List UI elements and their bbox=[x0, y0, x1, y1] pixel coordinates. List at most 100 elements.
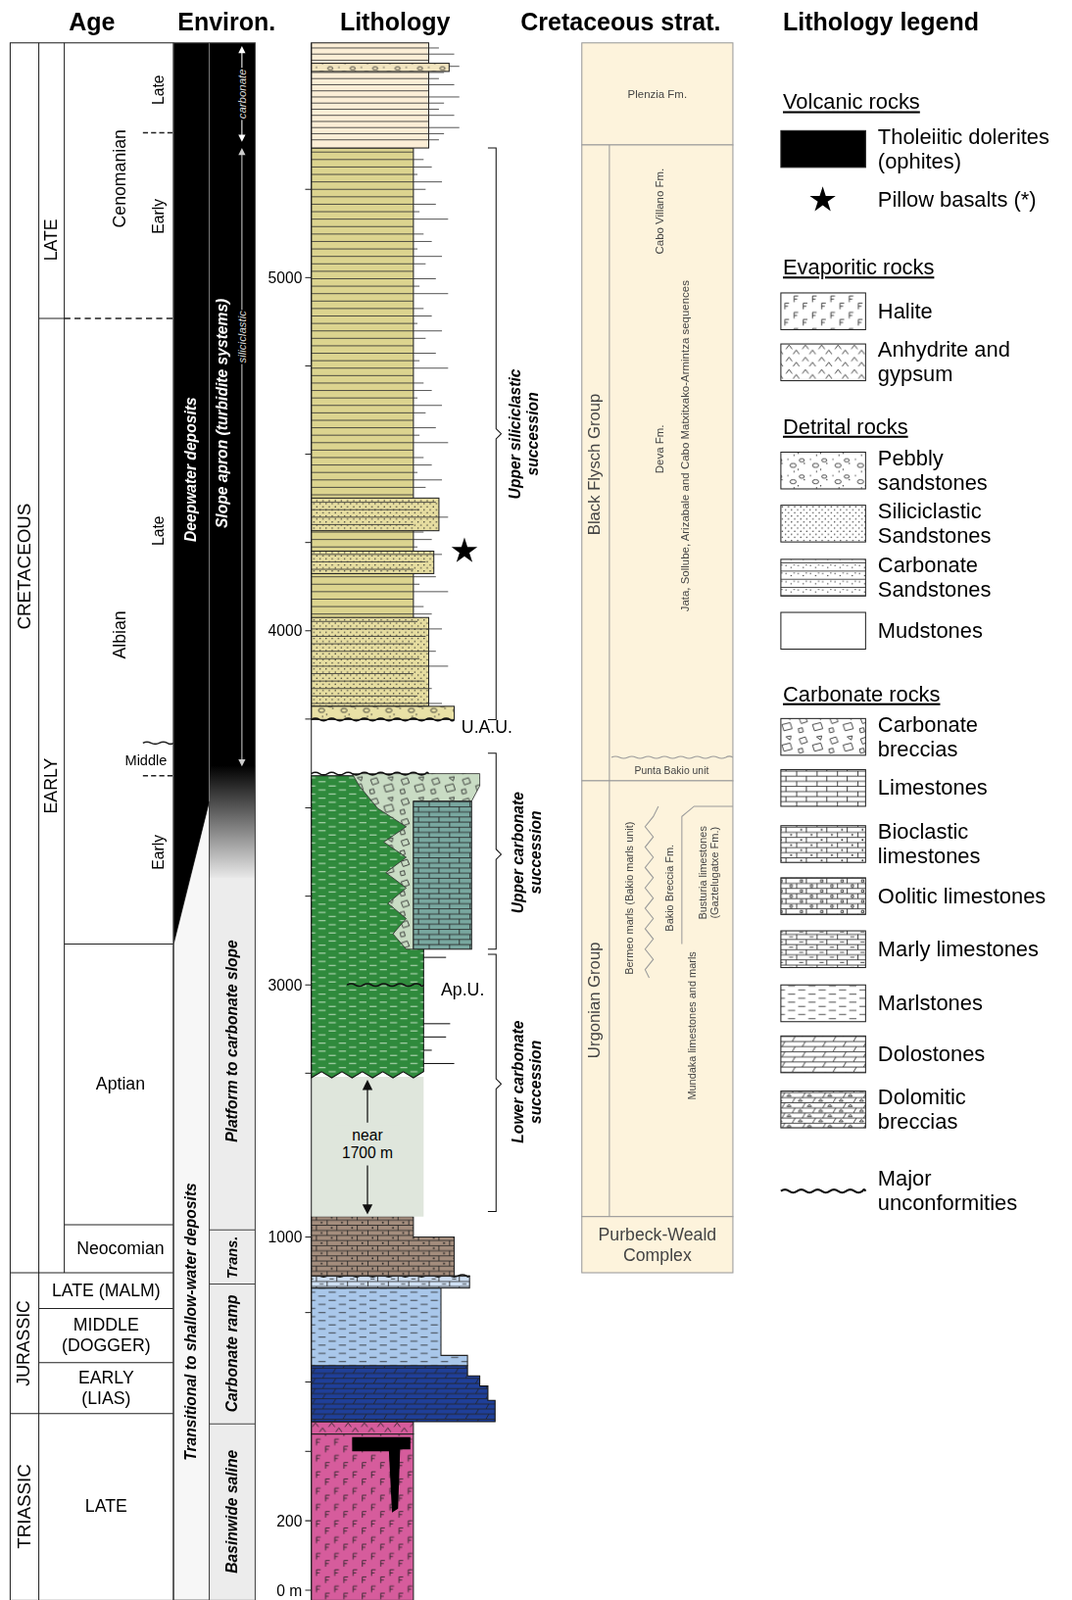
column-drawing bbox=[9, 43, 733, 1600]
litho-bed bbox=[311, 497, 439, 531]
bed-line bbox=[311, 538, 433, 540]
bed-line bbox=[311, 78, 439, 80]
legend-heading: Evaporitic rocks bbox=[782, 254, 934, 280]
legend-text: Limestones bbox=[877, 776, 988, 801]
node-text: LATE bbox=[85, 1496, 128, 1516]
bed-line bbox=[311, 218, 449, 220]
litho-pattern bbox=[351, 774, 480, 950]
environment-band bbox=[209, 765, 256, 880]
scale-tick bbox=[304, 453, 311, 455]
bed-line bbox=[311, 307, 425, 309]
node-text: Middle bbox=[124, 752, 167, 770]
bed-line bbox=[311, 479, 442, 481]
bed-line bbox=[311, 139, 439, 141]
environment-band bbox=[209, 1423, 256, 1600]
bed-line bbox=[311, 665, 449, 667]
bed-line bbox=[311, 263, 427, 265]
litho-bed bbox=[311, 1076, 425, 1218]
litho-bed bbox=[311, 617, 430, 707]
column-heading: Cretaceous strat. bbox=[520, 8, 721, 38]
bracket bbox=[487, 954, 502, 1213]
formation-box: Plenzia Fm. bbox=[582, 43, 733, 146]
thickness-arrow bbox=[366, 1085, 368, 1123]
litho-bed bbox=[311, 1217, 455, 1276]
node-text: Basinwide saline bbox=[222, 1450, 241, 1574]
bed-line bbox=[311, 96, 460, 98]
bed-line bbox=[311, 702, 442, 704]
legend-pattern bbox=[780, 877, 866, 916]
bed-line bbox=[311, 673, 414, 675]
epoch-box: LATE (MALM) bbox=[39, 1272, 175, 1309]
bed-line bbox=[311, 389, 433, 391]
legend-heading: Detrital rocks bbox=[782, 414, 909, 439]
column-heading: Environ. bbox=[177, 8, 276, 38]
node-text: LATE bbox=[41, 218, 61, 261]
node-text: EARLY (LIAS) bbox=[59, 1367, 152, 1409]
scale-tick bbox=[304, 189, 311, 191]
legend-pattern bbox=[780, 505, 866, 543]
epoch-box: LATE bbox=[39, 1413, 175, 1600]
legend-text: Pillow basalts (*) bbox=[877, 188, 1037, 213]
node-text: carbonate bbox=[234, 67, 249, 120]
age-grid bbox=[9, 43, 174, 1600]
legend-heading: Carbonate rocks bbox=[782, 682, 941, 707]
scale-label: 0 m bbox=[276, 1581, 302, 1600]
bed-line bbox=[311, 375, 414, 377]
bed-line bbox=[311, 487, 427, 488]
legend-swatch bbox=[780, 877, 866, 916]
legend-sample bbox=[780, 505, 866, 543]
scale-tick bbox=[304, 1236, 311, 1238]
age-frame bbox=[9, 43, 174, 1600]
bed-line bbox=[311, 102, 444, 104]
bed-line bbox=[423, 1063, 454, 1065]
range-arrow bbox=[241, 152, 243, 762]
legend-sample bbox=[809, 186, 835, 211]
bracket bbox=[487, 147, 502, 720]
stage-box: Neocomian bbox=[64, 1224, 174, 1273]
bed-line bbox=[311, 419, 414, 421]
legend-swatch bbox=[780, 826, 866, 864]
node-text: Cenomanian bbox=[110, 129, 131, 228]
strat-box bbox=[582, 1217, 733, 1273]
node-text: Mundaka limestones and marls bbox=[685, 951, 699, 1100]
legend-text: Carbonate Sandstones bbox=[877, 552, 1052, 602]
legend-text: Siliciclastic Sandstones bbox=[877, 498, 1052, 548]
environment-band: Platform to carbonate slope bbox=[209, 847, 256, 1231]
legend-sample bbox=[780, 1189, 866, 1193]
bed-line bbox=[311, 292, 449, 294]
bed-line bbox=[423, 1049, 432, 1051]
bed-line bbox=[311, 524, 414, 526]
unconformity-line bbox=[311, 772, 430, 776]
legend-heading: Volcanic rocks bbox=[782, 90, 921, 115]
bed-line bbox=[311, 241, 433, 243]
bed-line bbox=[311, 151, 414, 153]
node-text: Bakio Breccia Fm. bbox=[663, 844, 677, 932]
litho-bed bbox=[413, 801, 472, 950]
legend-pattern bbox=[780, 451, 866, 489]
dolerite-body bbox=[351, 1437, 410, 1513]
legend-symbol bbox=[809, 186, 835, 211]
period-box: JURASSIC bbox=[9, 1272, 39, 1414]
bed-line bbox=[311, 584, 420, 585]
formation-boundary bbox=[682, 806, 733, 945]
litho-bed bbox=[311, 1275, 470, 1289]
bed-line bbox=[311, 352, 437, 354]
scale-tick bbox=[304, 1520, 311, 1522]
node-text: Urgonian Group bbox=[585, 942, 605, 1060]
legend-text: Oolitic limestones bbox=[877, 883, 1046, 909]
epoch-box: MIDDLE (DOGGER) bbox=[39, 1308, 175, 1363]
thickness-arrow bbox=[366, 1166, 368, 1210]
epoch-box: LATE bbox=[39, 43, 65, 319]
strat-divider bbox=[608, 145, 610, 1218]
stage-box: AlbianLateMiddleEarly bbox=[64, 318, 174, 945]
legend-sample bbox=[780, 292, 866, 331]
litho-bed bbox=[311, 1421, 414, 1435]
environment-band bbox=[209, 1283, 256, 1424]
legend-sample bbox=[780, 451, 866, 489]
annotation: Lower carbonate succession bbox=[509, 1005, 545, 1159]
legend-sample bbox=[780, 1091, 866, 1129]
group-box: Urgonian GroupBermeo marls (Bakio marls … bbox=[582, 780, 733, 1218]
node-text: Albian bbox=[110, 610, 131, 659]
bed-line bbox=[311, 166, 433, 168]
annotation: U.A.U. bbox=[461, 718, 513, 738]
